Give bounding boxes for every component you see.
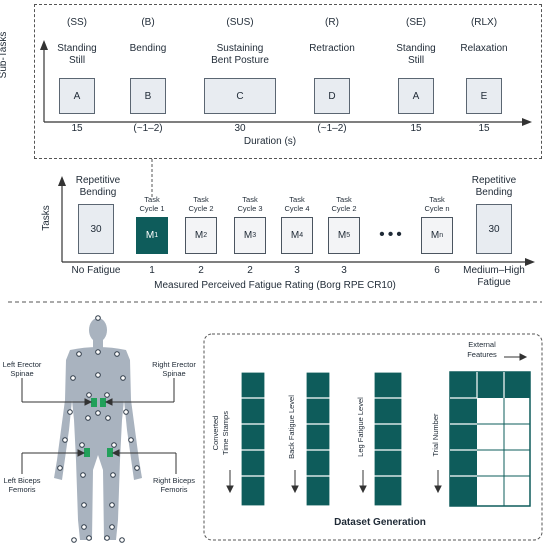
col2-label: Back Fatigue Level	[287, 395, 296, 459]
end-box: 30	[476, 204, 512, 254]
subtask-name: Standing	[57, 43, 97, 54]
cycle-label: Cycle n	[424, 204, 450, 213]
left-erector-label: Spinae	[10, 369, 34, 378]
cycle-label: Task	[289, 195, 305, 204]
start-box: 30	[78, 204, 114, 254]
cycle-label: Task	[429, 195, 445, 204]
human-body-figure	[54, 318, 142, 540]
dataset-table	[449, 371, 531, 507]
cycle-label: Cycle 2	[188, 204, 214, 213]
cycle-rating: 6	[434, 265, 440, 276]
left-biceps-label: Left Biceps	[3, 476, 41, 485]
subtask-code: (R)	[325, 17, 339, 28]
dataset-panel	[203, 333, 543, 541]
cycle-rating: 3	[341, 265, 347, 276]
subtask-box-a2: A	[398, 78, 434, 114]
cycle-rating: 1	[149, 265, 155, 276]
end-title: Bending	[475, 187, 513, 198]
subtask-name: Bent Posture	[211, 55, 269, 66]
end-rating: Fatigue	[477, 277, 511, 288]
subtask-duration: 15	[410, 123, 422, 134]
subtask-box-c: C	[204, 78, 276, 114]
col3-label: Leg Fatigue Level	[356, 397, 365, 457]
subtasks-axis-label: Sub-Tasks	[0, 31, 9, 79]
cycle-label: Cycle 1	[139, 204, 165, 213]
tasks-x-arrow	[525, 258, 535, 266]
right-biceps-label: Femoris	[160, 485, 188, 494]
subtask-code: (SE)	[406, 17, 426, 28]
cycle-label: Task	[193, 195, 209, 204]
external-features-label: External	[468, 340, 496, 349]
emg-sensors	[84, 398, 113, 457]
cycle-label: Cycle 3	[237, 204, 263, 213]
start-rating: No Fatigue	[71, 265, 121, 276]
subtask-code: (B)	[141, 17, 155, 28]
col1-label: Converted	[211, 415, 220, 451]
subtask-duration: (~1–2)	[133, 123, 163, 134]
ellipsis: •••	[379, 226, 405, 243]
subtask-name: Still	[407, 55, 425, 66]
cycle-label: Cycle 2	[331, 204, 357, 213]
cycle-rating: 3	[294, 265, 300, 276]
subtask-name: Standing	[396, 43, 436, 54]
end-rating: Medium–High	[463, 265, 525, 276]
subtask-box-a: A	[59, 78, 95, 114]
subtask-box-b: B	[130, 78, 166, 114]
cycle-rating: 2	[198, 265, 204, 276]
subtasks-panel	[34, 4, 542, 159]
subtask-name: Sustaining	[216, 43, 264, 54]
subtask-code: (SS)	[67, 17, 87, 28]
subtask-duration: 30	[234, 123, 246, 134]
left-biceps-label: Femoris	[8, 485, 36, 494]
cycle-rating: 2	[247, 265, 253, 276]
subtask-name: Bending	[129, 43, 167, 54]
subtask-duration: (~1–2)	[317, 123, 347, 134]
right-erector-label: Right Erector	[152, 360, 196, 369]
tasks-y-arrow	[58, 176, 66, 186]
marker-points	[57, 315, 140, 543]
tasks-x-label: Measured Perceived Fatigue Rating (Borg …	[154, 280, 396, 291]
col1-label: Time Stamps	[221, 411, 230, 455]
tasks-axis-label: Tasks	[41, 205, 52, 231]
cycle-label: Task	[242, 195, 258, 204]
dataset-arrows	[226, 353, 528, 494]
col4-label: Trial Number	[431, 413, 440, 457]
subtask-box-e: E	[466, 78, 502, 114]
end-title: Repetitive	[471, 175, 517, 186]
dataset-columns	[240, 371, 403, 507]
subtask-duration: 15	[478, 123, 490, 134]
subtask-name: Relaxation	[460, 43, 508, 54]
subtask-code: (SUS)	[226, 17, 254, 28]
subtask-box-d: D	[314, 78, 350, 114]
start-title: Bending	[79, 187, 117, 198]
cycle-label: Cycle 4	[284, 204, 310, 213]
subtasks-y-arrow	[40, 40, 48, 50]
right-erector-label: Spinae	[162, 369, 186, 378]
cycle-label: Task	[336, 195, 352, 204]
subtasks-x-label: Duration (s)	[243, 136, 297, 147]
start-title: Repetitive	[75, 175, 121, 186]
sensor-pointers	[21, 378, 177, 474]
subtask-name: Still	[68, 55, 86, 66]
subtask-duration: 15	[71, 123, 83, 134]
subtasks-x-arrow	[522, 118, 532, 126]
cycle-label: Task	[144, 195, 160, 204]
dataset-title: Dataset Generation	[334, 517, 426, 528]
subtask-code: (RLX)	[470, 17, 498, 28]
right-biceps-label: Right Biceps	[152, 476, 196, 485]
left-erector-label: Left Erector	[2, 360, 42, 369]
subtask-name: Retraction	[309, 43, 355, 54]
external-features-label: Features	[467, 350, 497, 359]
